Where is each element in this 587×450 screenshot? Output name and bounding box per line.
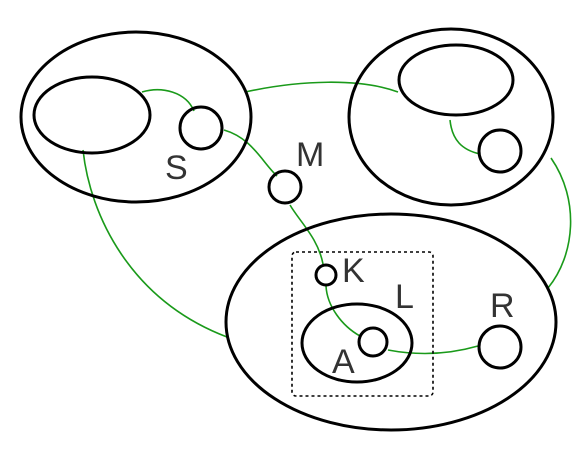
edge-m-to-k xyxy=(289,204,324,265)
label-k: K xyxy=(342,252,365,290)
node-k-circle xyxy=(314,263,338,287)
left-top-inner-ellipse xyxy=(32,75,152,155)
label-l: L xyxy=(395,278,414,316)
dashed-box xyxy=(291,251,434,397)
label-m: M xyxy=(296,136,324,174)
node-m-circle xyxy=(267,169,303,205)
right-top-inner-ellipse xyxy=(397,43,515,117)
edge-left-to-right-top xyxy=(244,81,399,93)
nodes xyxy=(19,27,558,432)
edges xyxy=(82,81,572,355)
left-top-outer-ellipse xyxy=(19,30,253,204)
right-top-outer-ellipse xyxy=(347,27,555,207)
edge-left-to-bottom xyxy=(82,149,228,338)
label-s: S xyxy=(165,149,188,187)
node-l-ellipse xyxy=(300,302,414,384)
edge-right-inner-to-circle xyxy=(449,119,481,155)
label-r: R xyxy=(490,287,515,325)
edge-a-to-r xyxy=(387,345,479,355)
edge-right-to-bottom xyxy=(547,157,572,289)
edge-left-inner-to-s xyxy=(141,88,195,112)
edge-s-to-m xyxy=(223,129,278,177)
bottom-outer-ellipse xyxy=(224,212,558,432)
label-a: A xyxy=(332,343,355,381)
node-r-circle xyxy=(477,324,523,370)
right-top-small-circle xyxy=(477,128,523,174)
node-a-circle xyxy=(357,326,389,358)
node-s-circle xyxy=(178,105,224,151)
edge-k-to-a xyxy=(325,285,361,337)
